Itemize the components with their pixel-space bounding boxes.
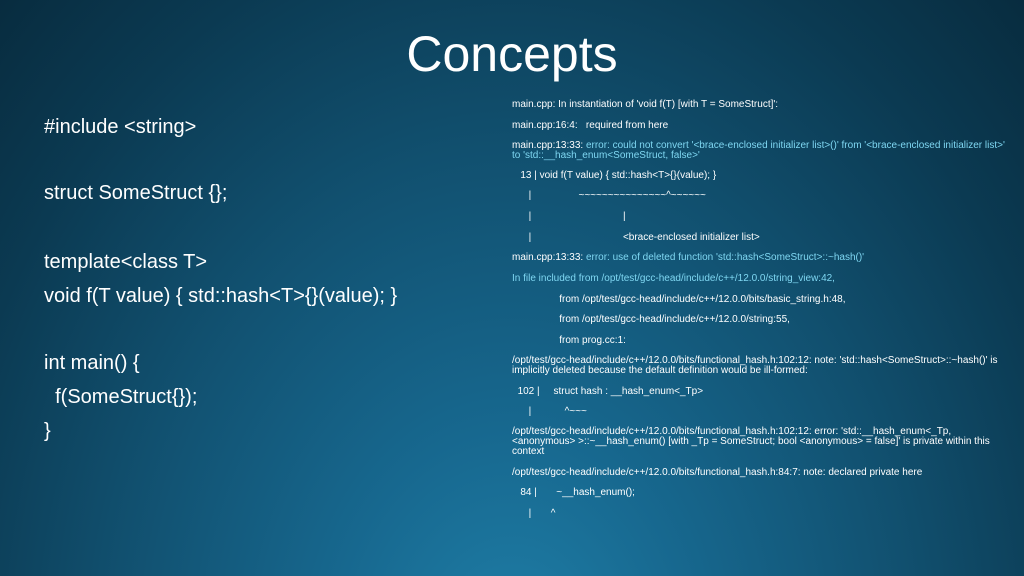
output-line: | | <box>512 211 626 222</box>
code-line-call: f(SomeStruct{}); <box>44 386 198 408</box>
code-line-struct: struct SomeStruct {}; <box>44 182 228 204</box>
output-line: | ^ <box>512 508 556 519</box>
output-line: | ~~~~~~~~~~~~~~~^~~~~~~ <box>512 190 706 201</box>
output-line: 102 | struct hash : __hash_enum<_Tp> <box>512 386 704 397</box>
error-message: error: could not convert '<brace-enclose… <box>512 140 1008 161</box>
output-line: 84 | ~__hash_enum(); <box>512 487 635 498</box>
code-line-include: #include <string> <box>44 116 197 138</box>
output-line-error: main.cpp:13:33: error: use of deleted fu… <box>512 253 1012 263</box>
code-line-close: } <box>44 420 51 442</box>
output-line-note: /opt/test/gcc-head/include/c++/12.0.0/bi… <box>512 467 923 478</box>
output-line: from /opt/test/gcc-head/include/c++/12.0… <box>512 314 790 325</box>
output-line: main.cpp: In instantiation of 'void f(T)… <box>512 99 779 110</box>
output-line: | <brace-enclosed initializer list> <box>512 232 760 243</box>
error-message: error: use of deleted function 'std::has… <box>585 252 865 263</box>
slide-title: Concepts <box>406 26 618 82</box>
output-line: from prog.cc:1: <box>512 335 626 346</box>
error-location: main.cpp:13:33: <box>512 252 586 263</box>
code-line-function: void f(T value) { std::hash<T>{}(value);… <box>44 285 398 307</box>
code-line-template: template<class T> <box>44 251 208 273</box>
error-location: main.cpp:13:33: <box>512 140 586 151</box>
output-line-note: /opt/test/gcc-head/include/c++/12.0.0/bi… <box>512 355 1001 376</box>
code-line-main: int main() { <box>44 352 140 374</box>
output-line: In file included from /opt/test/gcc-head… <box>512 273 835 284</box>
output-line: | ^~~~ <box>512 406 587 417</box>
output-line: 13 | void f(T value) { std::hash<T>{}(va… <box>512 170 717 181</box>
output-line: from /opt/test/gcc-head/include/c++/12.0… <box>512 294 846 305</box>
output-line-error: main.cpp:13:33: error: could not convert… <box>512 141 1012 161</box>
output-line: main.cpp:16:4: required from here <box>512 120 669 131</box>
output-line-error: /opt/test/gcc-head/include/c++/12.0.0/bi… <box>512 426 993 457</box>
